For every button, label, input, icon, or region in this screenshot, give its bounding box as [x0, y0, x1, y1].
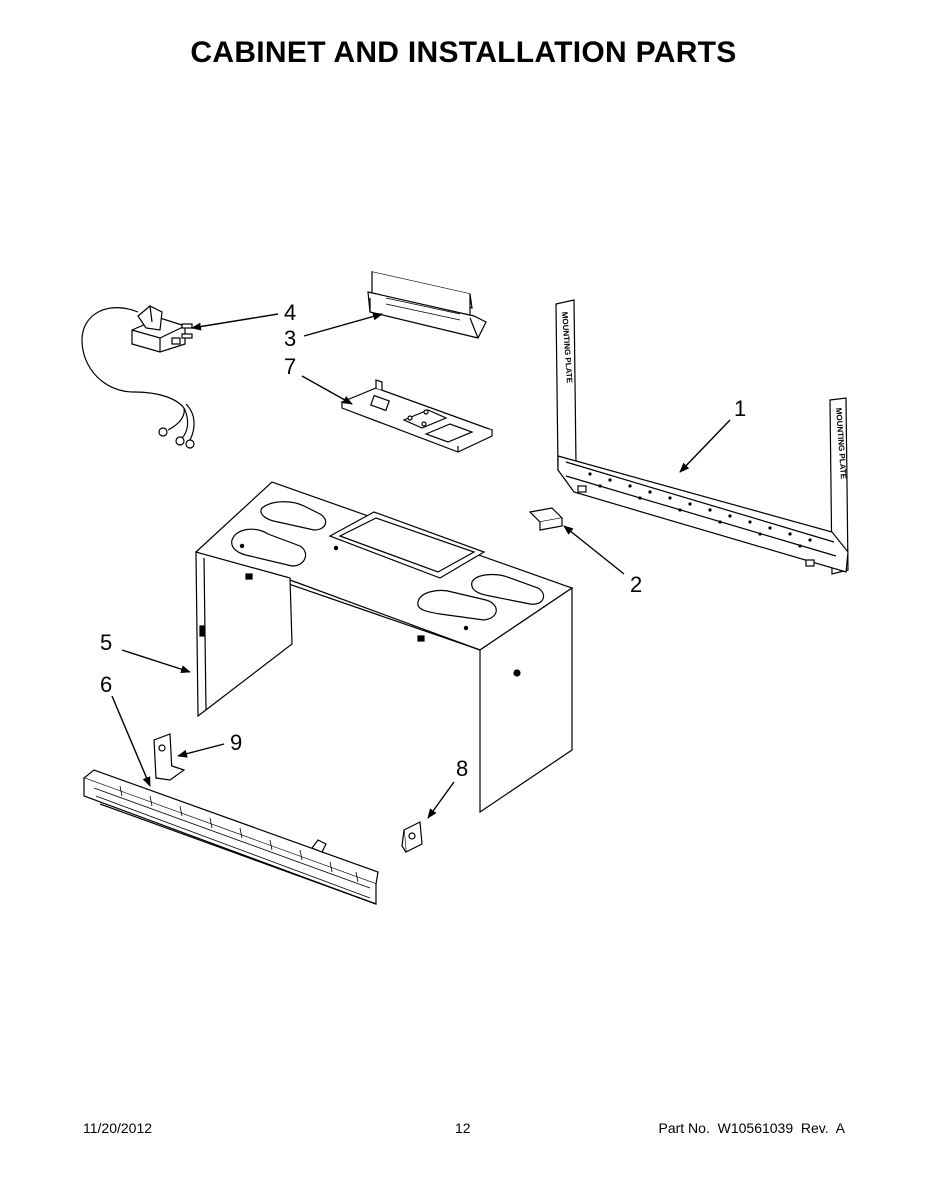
leader-line-6 — [111, 695, 151, 787]
callout-4: 4 — [284, 300, 296, 325]
small-bracket-part — [528, 507, 564, 531]
top-plate-part — [340, 379, 494, 453]
damper-part — [367, 271, 487, 339]
leader-lines — [111, 312, 731, 819]
vent-grille-part — [82, 769, 379, 905]
callout-6: 6 — [100, 672, 112, 697]
footer-date: 11/20/2012 — [83, 1120, 153, 1136]
leader-line-5 — [121, 649, 191, 674]
left-clip-part — [153, 733, 186, 781]
leader-line-2 — [563, 525, 625, 575]
power-cord-part — [81, 305, 195, 449]
callout-5: 5 — [100, 630, 112, 655]
callout-1: 1 — [734, 396, 746, 421]
leader-line-8 — [427, 781, 455, 819]
leader-line-9 — [177, 743, 225, 758]
mounting-plate-part — [555, 299, 849, 575]
callout-labels: 4 3 7 1 2 5 6 9 8 — [100, 300, 746, 781]
leader-line-4 — [191, 313, 279, 331]
callout-7: 7 — [284, 354, 296, 379]
right-clip-part — [401, 821, 423, 853]
leader-line-1 — [679, 419, 731, 473]
footer-page-number: 12 — [455, 1120, 471, 1136]
cabinet-wrapper-part — [194, 481, 574, 814]
leader-line-7 — [301, 375, 353, 405]
callout-2: 2 — [630, 572, 642, 597]
callout-9: 9 — [230, 730, 242, 755]
leader-line-3 — [303, 312, 383, 337]
footer-part-number: Part No. W10561039 Rev. A — [658, 1120, 845, 1136]
callout-8: 8 — [456, 756, 468, 781]
page-title: CABINET AND INSTALLATION PARTS — [190, 36, 737, 69]
callout-3: 3 — [284, 326, 296, 351]
